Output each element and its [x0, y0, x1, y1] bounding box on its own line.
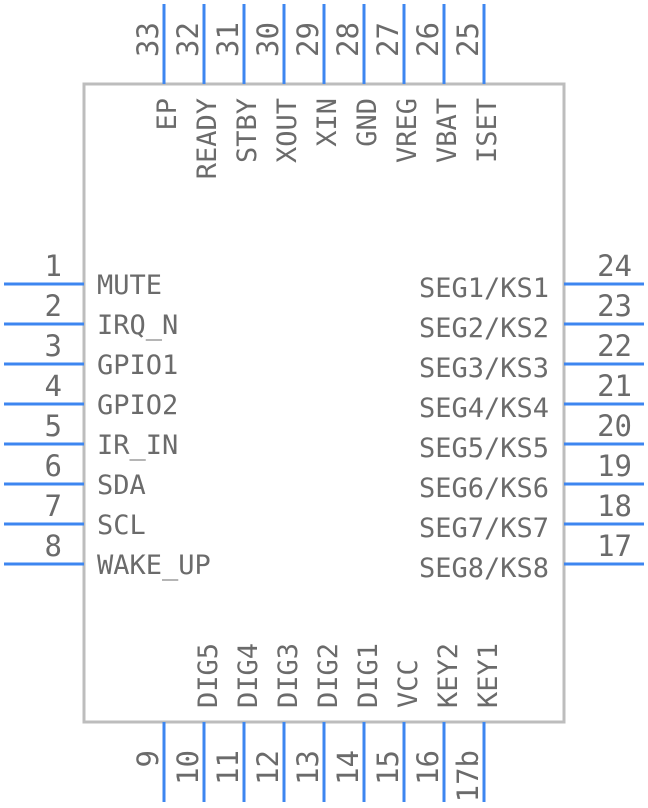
pin-name: VREG — [392, 98, 423, 163]
pin-name: XOUT — [272, 98, 303, 163]
pin-number: 21 — [597, 369, 632, 403]
pin-number: 9 — [131, 750, 165, 767]
pin-name: SEG6/KS6 — [419, 473, 549, 504]
pin-name: GPIO1 — [97, 350, 178, 381]
pin-name: SEG2/KS2 — [419, 313, 549, 344]
pin-number: 32 — [171, 22, 205, 57]
pin-name: DIG5 — [193, 643, 224, 708]
pin-number: 3 — [45, 329, 62, 363]
pin-name: READY — [192, 98, 223, 179]
pin-name: XIN — [312, 98, 343, 147]
pin-name: GPIO2 — [97, 390, 178, 421]
pin-name: SEG8/KS8 — [419, 553, 549, 584]
pin-number: 4 — [45, 369, 62, 403]
pin-name: IR_IN — [97, 430, 178, 461]
pin-name: SCL — [97, 510, 146, 541]
pin-number: 28 — [331, 22, 365, 57]
pin-number: 13 — [291, 750, 325, 785]
pin-name: SEG4/KS4 — [419, 393, 549, 424]
ic-package-body — [82, 82, 566, 724]
pin-number: 25 — [451, 22, 485, 57]
pin-name: SEG7/KS7 — [419, 513, 549, 544]
pin-name: VCC — [393, 659, 424, 708]
pin-number: 20 — [597, 409, 632, 443]
pin-number: 7 — [45, 489, 62, 523]
pin-name: KEY1 — [473, 643, 504, 708]
pin-name: DIG4 — [233, 643, 264, 708]
pin-number: 19 — [597, 449, 632, 483]
pin-name: MUTE — [97, 270, 162, 301]
pin-number: 8 — [45, 529, 62, 563]
pin-number: 16 — [411, 750, 445, 785]
pin-name: KEY2 — [433, 643, 464, 708]
pin-name: EP — [152, 98, 183, 131]
pin-name: SEG1/KS1 — [419, 273, 549, 304]
pin-number: 27 — [371, 22, 405, 57]
pin-number: 23 — [597, 289, 632, 323]
pin-number: 2 — [45, 289, 62, 323]
pin-number: 22 — [597, 329, 632, 363]
pin-name: STBY — [232, 98, 263, 163]
pin-name: WAKE_UP — [97, 550, 211, 581]
pin-number: 14 — [331, 750, 365, 785]
pin-name: VBAT — [432, 98, 463, 163]
pin-number: 1 — [45, 249, 62, 283]
pin-number: 33 — [131, 22, 165, 57]
pin-number: 18 — [597, 489, 632, 523]
pin-number: 31 — [211, 22, 245, 57]
pin-name: GND — [352, 98, 383, 147]
pin-number: 11 — [211, 750, 245, 785]
pin-name: SEG5/KS5 — [419, 433, 549, 464]
pin-number: 6 — [45, 449, 62, 483]
pin-number: 10 — [171, 750, 205, 785]
pin-name: DIG2 — [313, 643, 344, 708]
pin-number: 17 — [597, 529, 632, 563]
pin-number: 12 — [251, 750, 285, 785]
pin-number: 24 — [597, 249, 632, 283]
pin-name: SEG3/KS3 — [419, 353, 549, 384]
pin-number: 15 — [371, 750, 405, 785]
pin-number: 17b — [451, 750, 485, 802]
pin-name: DIG1 — [353, 643, 384, 708]
pin-number: 29 — [291, 22, 325, 57]
pin-name: DIG3 — [273, 643, 304, 708]
pin-name: SDA — [97, 470, 146, 501]
pin-number: 26 — [411, 22, 445, 57]
pin-number: 30 — [251, 22, 285, 57]
pin-number: 5 — [45, 409, 62, 443]
pin-name: IRQ_N — [97, 310, 178, 341]
pin-name: ISET — [472, 98, 503, 163]
